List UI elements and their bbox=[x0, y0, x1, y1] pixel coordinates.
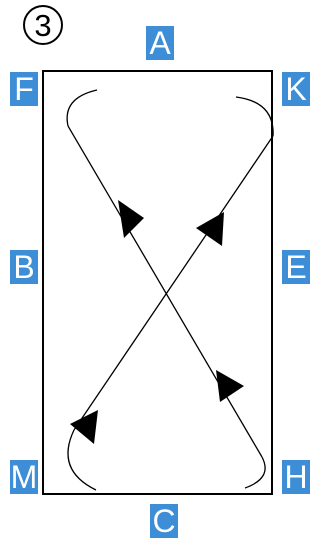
arrowhead-lower-right bbox=[216, 370, 244, 402]
curve-near-k bbox=[235, 96, 274, 137]
figure-number: 3 bbox=[34, 7, 52, 43]
curve-near-f bbox=[66, 89, 98, 127]
diagonal-h-to-f bbox=[67, 125, 263, 458]
curve-near-h bbox=[244, 456, 266, 489]
marker-h: H bbox=[282, 460, 310, 494]
marker-b: B bbox=[10, 250, 38, 284]
arrowhead-lower-left bbox=[70, 410, 98, 444]
arena-border bbox=[42, 70, 273, 495]
figure-number-badge: 3 bbox=[23, 5, 63, 45]
marker-k: K bbox=[282, 72, 310, 106]
arrowhead-upper-left bbox=[118, 200, 144, 238]
marker-m: M bbox=[10, 459, 38, 495]
marker-a: A bbox=[146, 26, 174, 60]
diagonal-m-to-k bbox=[73, 135, 274, 431]
marker-e: E bbox=[282, 250, 310, 284]
curve-near-m bbox=[67, 429, 97, 491]
marker-f: F bbox=[10, 72, 38, 106]
marker-c: C bbox=[150, 504, 178, 538]
arrowhead-upper-right bbox=[196, 212, 224, 246]
